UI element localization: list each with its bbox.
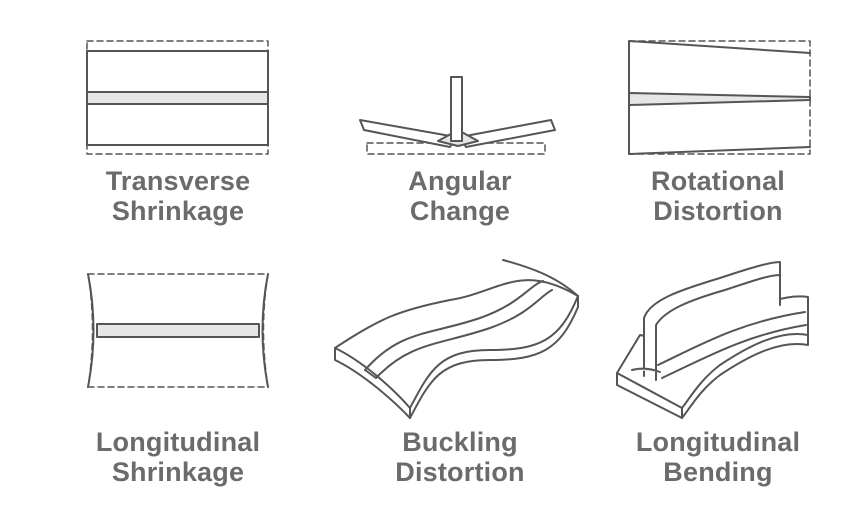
longitudinal-shrinkage-drawing [87,273,269,388]
buckling-distortion-drawing [334,259,579,419]
caption-longitudinal-bending: Longitudinal Bending [598,427,838,487]
caption-line-1: Longitudinal [95,427,261,457]
caption-line-2: Bending [663,457,773,487]
caption-line-1: Buckling [402,427,518,457]
caption-line-2: Distortion [395,457,525,487]
caption-rotational-distortion: Rotational Distortion [598,166,838,226]
caption-longitudinal-shrinkage: Longitudinal Shrinkage [58,427,298,487]
caption-line-2: Distortion [653,196,783,226]
caption-line-1: Angular [408,166,512,196]
caption-angular-change: Angular Change [340,166,580,226]
caption-line-1: Transverse [105,166,251,196]
transverse-shrinkage-drawing [86,40,269,155]
caption-line-1: Rotational [651,166,785,196]
caption-line-2: Shrinkage [111,196,245,226]
caption-line-2: Change [409,196,511,226]
caption-transverse-shrinkage: Transverse Shrinkage [58,166,298,226]
angular-change-drawing [359,76,556,155]
longitudinal-bending-drawing [616,261,809,419]
caption-line-1: Longitudinal [635,427,801,457]
caption-line-2: Shrinkage [111,457,245,487]
caption-buckling-distortion: Buckling Distortion [340,427,580,487]
rotational-distortion-drawing [628,40,811,155]
